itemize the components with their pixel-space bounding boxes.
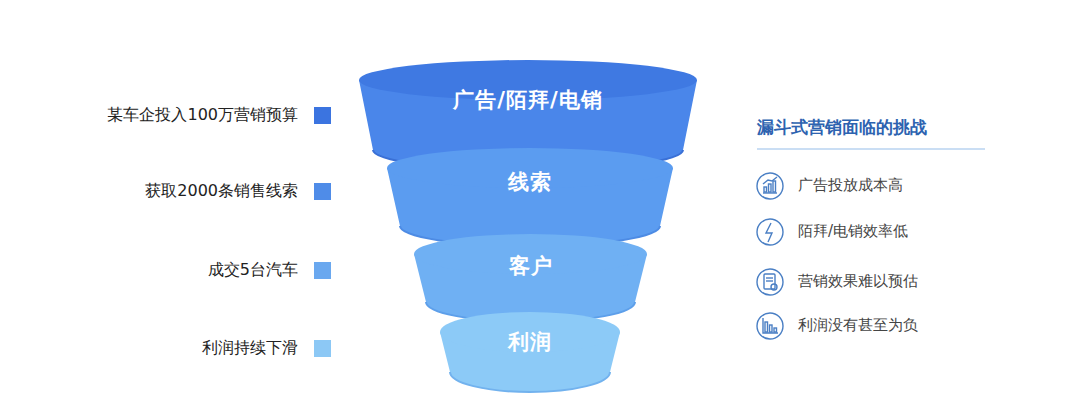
legend-swatch: [314, 340, 331, 357]
tier-label: 广告/陌拜/电销: [359, 60, 697, 114]
legend-row: 成交5台汽车: [208, 260, 331, 281]
tier-label: 利润: [440, 312, 620, 356]
chart-icon: [757, 173, 783, 199]
lightning-icon: [757, 219, 783, 245]
legend-text: 利润持续下滑: [202, 338, 298, 359]
challenge-item: 广告投放成本高: [798, 176, 903, 195]
legend-swatch: [314, 107, 331, 124]
tier-label: 客户: [414, 234, 647, 280]
funnel-tier: 线索: [387, 148, 673, 246]
tier-label: 线索: [387, 148, 673, 196]
legend-row: 某车企投入100万营销预算: [107, 105, 331, 126]
tier-rim: [450, 372, 610, 392]
funnel-tier: 利润: [440, 312, 620, 392]
challenge-item: 营销效果难以预估: [798, 272, 918, 291]
legend-swatch: [314, 183, 331, 200]
funnel-tier: 客户: [414, 234, 647, 322]
legend-text: 成交5台汽车: [208, 260, 298, 281]
legend-swatch: [314, 262, 331, 279]
document-icon: [757, 269, 783, 295]
legend-text: 获取2000条销售线索: [145, 181, 298, 202]
legend-row: 获取2000条销售线索: [145, 181, 331, 202]
title-underline: [757, 148, 985, 150]
tier-shape: [387, 148, 673, 246]
legend-row: 利润持续下滑: [202, 338, 331, 359]
challenge-item: 利润没有甚至为负: [798, 316, 918, 335]
legend-text: 某车企投入100万营销预算: [107, 105, 298, 126]
decline-chart-icon: [757, 313, 783, 339]
challenge-item: 陌拜/电销效率低: [798, 222, 908, 241]
panel-title: 漏斗式营销面临的挑战: [757, 116, 927, 139]
